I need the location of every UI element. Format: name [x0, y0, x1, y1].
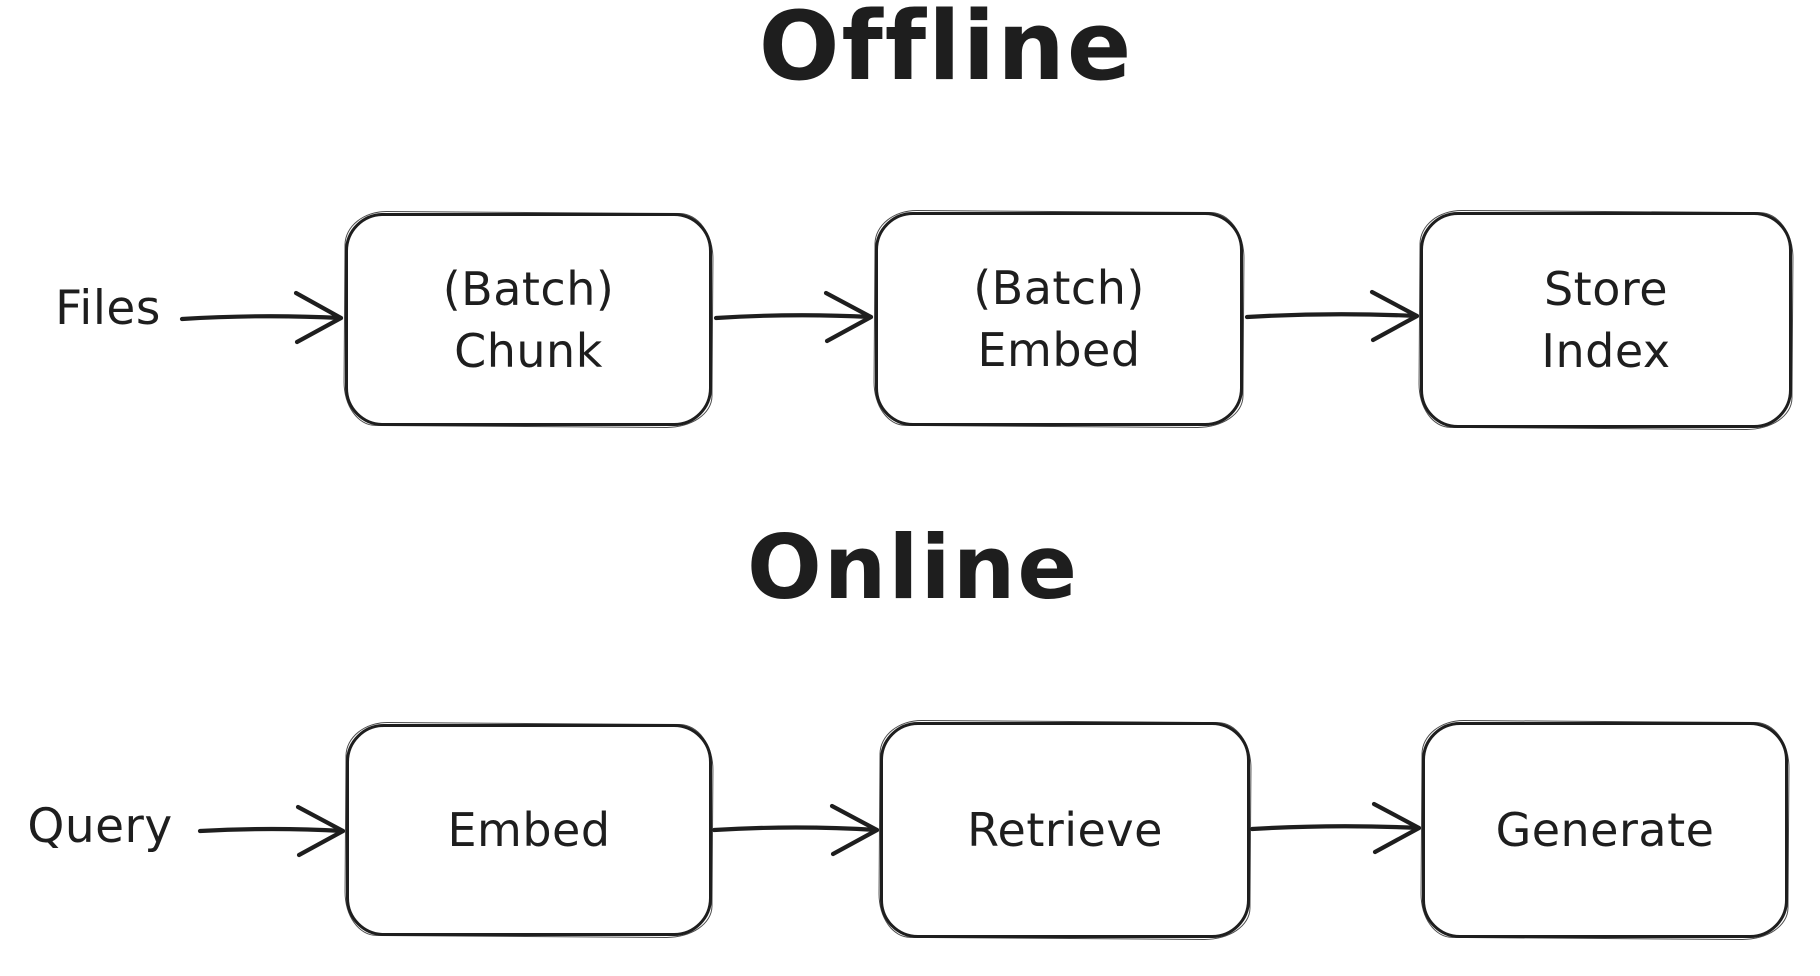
node-generate-line1: Generate — [1495, 803, 1715, 857]
node-store-index: Store Index — [1420, 212, 1792, 428]
node-store-index-line2: Index — [1541, 324, 1671, 378]
arrow-embed-to-store-icon — [1244, 289, 1420, 343]
node-retrieve: Retrieve — [880, 722, 1250, 938]
node-batch-embed: (Batch) Embed — [875, 212, 1243, 426]
node-embed-line1: Embed — [447, 803, 611, 857]
query-input-label: Query — [27, 799, 173, 854]
files-input-label: Files — [55, 281, 161, 336]
node-batch-chunk-line2: Chunk — [454, 323, 603, 378]
node-batch-embed-line2: Embed — [977, 323, 1141, 377]
node-embed: Embed — [346, 724, 712, 936]
node-batch-chunk: (Batch) Chunk — [345, 213, 712, 426]
arrow-retrieve-to-generate-icon — [1249, 801, 1422, 855]
online-section-title: Online — [746, 516, 1080, 619]
node-retrieve-line1: Retrieve — [967, 803, 1163, 857]
node-batch-embed-line1: (Batch) — [973, 261, 1145, 315]
offline-section-title: Offline — [758, 0, 1134, 102]
node-generate: Generate — [1422, 722, 1788, 938]
arrow-chunk-to-embed-icon — [713, 290, 874, 344]
arrow-query-to-embed-icon — [197, 804, 346, 858]
arrow-embed-to-retrieve-icon — [711, 803, 880, 857]
arrow-files-to-chunk-icon — [179, 290, 344, 345]
node-batch-chunk-line1: (Batch) — [442, 261, 615, 316]
node-store-index-line1: Store — [1543, 262, 1669, 316]
